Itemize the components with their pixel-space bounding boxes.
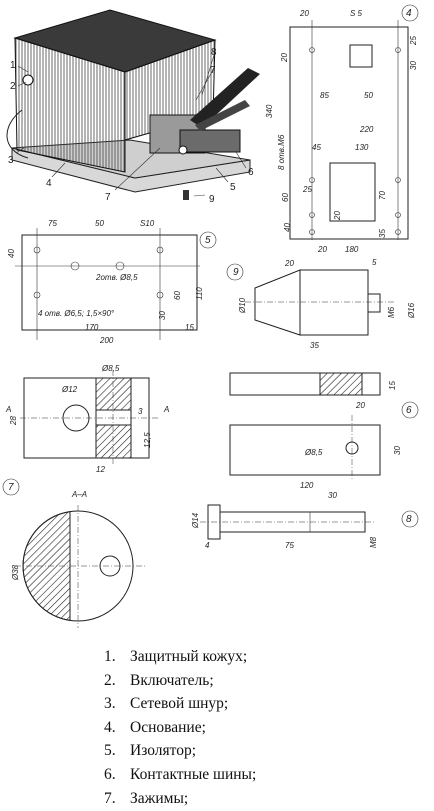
svg-text:12: 12 — [96, 465, 105, 474]
svg-text:85: 85 — [320, 91, 329, 100]
svg-text:Ø8,5: Ø8,5 — [101, 364, 120, 373]
legend-item: 2.Включатель; — [104, 671, 214, 689]
svg-text:130: 130 — [355, 143, 369, 152]
part-8-number: 8 — [406, 514, 412, 525]
svg-text:M8: M8 — [369, 536, 378, 548]
svg-text:45: 45 — [312, 143, 321, 152]
svg-text:4 отв. Ø6,5; 1,5×90°: 4 отв. Ø6,5; 1,5×90° — [38, 309, 115, 318]
svg-text:75: 75 — [48, 219, 57, 228]
callout-7: 7 — [105, 192, 111, 203]
svg-text:30: 30 — [158, 311, 167, 320]
switch-icon — [22, 74, 34, 86]
svg-text:20: 20 — [280, 53, 289, 63]
part-4-number: 4 — [406, 8, 412, 19]
svg-text:170: 170 — [85, 323, 99, 332]
svg-text:70: 70 — [378, 191, 387, 200]
callout-9: 9 — [209, 194, 215, 205]
callout-7-top: 7 — [210, 65, 216, 76]
svg-text:60: 60 — [173, 291, 182, 300]
callout-2: 2 — [10, 81, 16, 92]
svg-text:30: 30 — [328, 491, 337, 500]
part-4-base-plate: 4 S 5 20 20 85 50 220 340 8 отв.М6 45 13… — [265, 4, 419, 254]
technical-drawing: 1 2 3 4 5 6 7 7 8 9 — [2, 4, 419, 628]
part-5-insulator: 5 S10 75 50 40 2отв. Ø8,5 4 отв. Ø6,5; 1… — [7, 219, 217, 345]
part-9-sleeve: 9 20 5 Ø10 M6 Ø16 35 — [226, 258, 416, 350]
legend-item: 1.Защитный кожух; — [104, 648, 248, 665]
callout-8: 8 — [211, 47, 217, 58]
svg-text:Ø12: Ø12 — [61, 385, 78, 394]
svg-text:120: 120 — [300, 481, 314, 490]
svg-text:15: 15 — [388, 381, 397, 390]
svg-text:110: 110 — [195, 287, 204, 300]
svg-text:12,5: 12,5 — [143, 432, 152, 448]
legend-item: 4.Основание; — [104, 718, 206, 736]
svg-text:2отв. Ø8,5: 2отв. Ø8,5 — [95, 273, 138, 282]
part-5-number: 5 — [205, 235, 211, 246]
svg-text:35: 35 — [378, 229, 387, 238]
svg-text:25: 25 — [302, 185, 312, 194]
svg-text:28: 28 — [9, 416, 18, 426]
callout-1: 1 — [10, 60, 16, 71]
part-6-contact-bus: 6 15 20 Ø8,5 30 120 — [229, 372, 419, 490]
svg-text:20: 20 — [284, 259, 294, 268]
part-7-clamp: 7 Ø8,5 Ø12 28 3 12,5 12 A A — [2, 364, 169, 496]
callout-5: 5 — [230, 182, 236, 193]
svg-text:50: 50 — [364, 91, 373, 100]
svg-text:S10: S10 — [140, 219, 155, 228]
svg-text:220: 220 — [359, 125, 374, 134]
svg-text:75: 75 — [285, 541, 294, 550]
svg-text:20: 20 — [355, 401, 365, 410]
svg-text:40: 40 — [283, 223, 292, 232]
legend-item: 6.Контактные шины; — [104, 765, 257, 783]
svg-text:3: 3 — [138, 407, 143, 416]
svg-text:5: 5 — [372, 258, 377, 267]
svg-text:Ø14: Ø14 — [191, 512, 200, 529]
svg-text:A: A — [163, 405, 169, 414]
svg-text:15: 15 — [185, 323, 194, 332]
svg-text:8 отв.М6: 8 отв.М6 — [277, 134, 286, 170]
svg-text:M6: M6 — [387, 306, 396, 318]
svg-text:35: 35 — [310, 341, 319, 350]
parts-legend: 1.Защитный кожух; 2.Включатель; 3.Сетево… — [104, 645, 256, 810]
callout-6: 6 — [248, 167, 254, 178]
svg-text:30: 30 — [393, 446, 402, 455]
svg-text:Ø16: Ø16 — [407, 302, 416, 319]
svg-text:А–А: А–А — [71, 490, 87, 499]
svg-text:Ø8,5: Ø8,5 — [304, 448, 323, 457]
svg-text:340: 340 — [265, 104, 274, 118]
svg-text:S 5: S 5 — [350, 9, 363, 18]
svg-text:180: 180 — [345, 245, 359, 254]
assembly-view: 1 2 3 4 5 6 7 7 8 9 — [6, 9, 260, 205]
svg-text:30: 30 — [409, 61, 418, 70]
part-6-number: 6 — [406, 405, 412, 416]
legend-item: 3.Сетевой шнур; — [104, 695, 229, 713]
svg-text:25: 25 — [409, 36, 418, 46]
part-8-bolt: 8 30 Ø14 4 75 M8 — [191, 491, 419, 550]
callout-3: 3 — [8, 155, 14, 166]
part-9-number: 9 — [233, 267, 239, 278]
svg-text:20: 20 — [333, 211, 342, 221]
svg-text:20: 20 — [299, 9, 309, 18]
svg-text:A: A — [5, 405, 11, 414]
section-a-a: А–А Ø38 — [11, 490, 145, 628]
svg-text:200: 200 — [99, 336, 114, 345]
svg-text:40: 40 — [7, 249, 16, 258]
svg-text:Ø38: Ø38 — [11, 564, 20, 581]
svg-text:20: 20 — [317, 245, 327, 254]
legend-item: 7.Зажимы; — [104, 789, 189, 807]
svg-text:50: 50 — [95, 219, 104, 228]
legend-item: 5.Изолятор; — [104, 742, 197, 760]
part-7-number: 7 — [8, 482, 14, 493]
callout-4: 4 — [46, 178, 52, 189]
svg-text:60: 60 — [281, 193, 290, 202]
svg-text:Ø10: Ø10 — [238, 297, 247, 314]
svg-text:4: 4 — [205, 541, 210, 550]
